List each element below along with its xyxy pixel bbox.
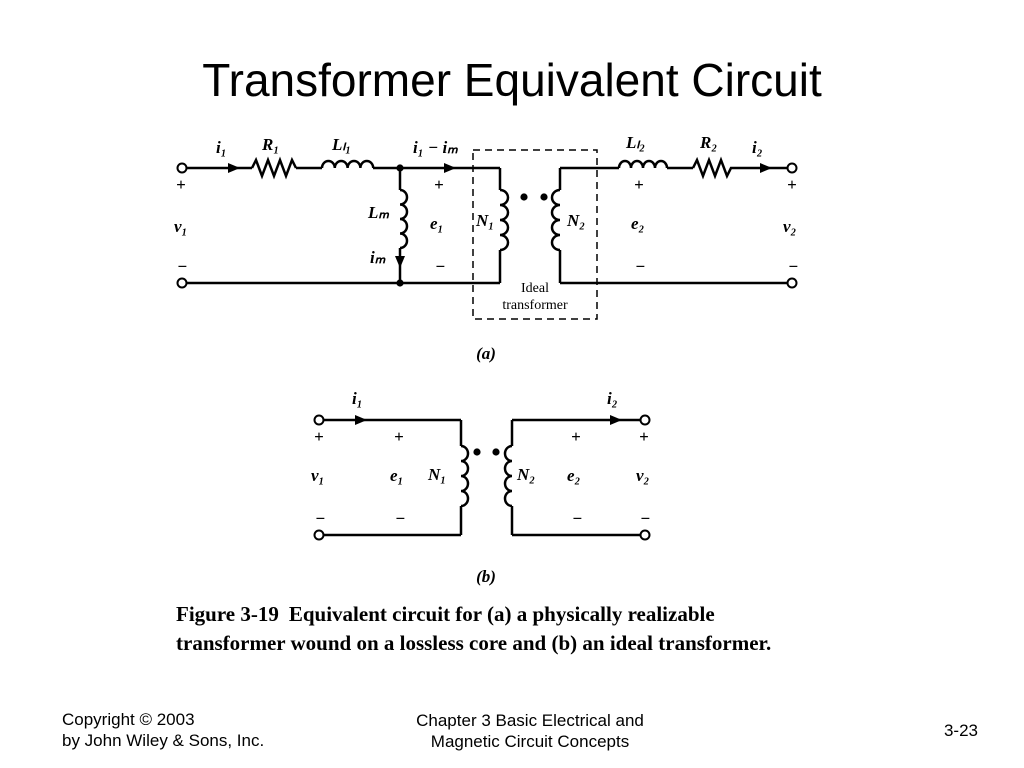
diagram-a: i₁ R₁ Lₗ₁ i₁ − iₘ Lₗ₂ R₂ i₂ + v₁ − Lₘ iₘ… xyxy=(174,133,798,363)
label-n2-b: N₂ xyxy=(516,465,535,484)
footer-copyright: Copyright © 2003 by John Wiley & Sons, I… xyxy=(62,709,264,751)
label-n1-b: N₁ xyxy=(427,465,446,484)
terminal-v2-bottom-a xyxy=(786,277,798,289)
winding-n1-a xyxy=(499,188,510,252)
current-arrow-i2-b xyxy=(610,415,622,425)
label-transformer: transformer xyxy=(502,298,568,313)
terminal-v2-bottom-b xyxy=(639,529,651,541)
label-r2: R₂ xyxy=(699,133,717,152)
polarity-dot-secondary-a xyxy=(540,193,548,201)
label-plus-v1-b: + xyxy=(314,427,324,446)
diagram-b-wires xyxy=(323,418,641,537)
label-ideal: Ideal xyxy=(521,281,549,296)
footer-chapter: Chapter 3 Basic Electrical and Magnetic … xyxy=(380,710,680,752)
winding-n2-b xyxy=(503,444,513,508)
ideal-transformer-box xyxy=(472,149,598,320)
label-minus-v1-b: − xyxy=(315,509,325,528)
figure-number: Figure 3-19 xyxy=(176,602,279,626)
label-e1-a: e₁ xyxy=(430,214,443,233)
label-plus-v2-b: + xyxy=(639,427,649,446)
copyright-line-1: Copyright © 2003 xyxy=(62,710,195,729)
label-minus-e2-a: − xyxy=(635,257,645,276)
resistor-r1 xyxy=(250,156,298,180)
label-ll2: Lₗ₂ xyxy=(625,133,645,152)
label-minus-v2-b: − xyxy=(640,509,650,528)
label-plus-e1-a: + xyxy=(434,175,444,194)
label-i1-b: i₁ xyxy=(352,389,363,408)
label-e1-b: e₁ xyxy=(390,466,403,485)
chapter-line-2: Magnetic Circuit Concepts xyxy=(430,732,630,751)
inductor-lm xyxy=(399,188,409,250)
label-e2-b: e₂ xyxy=(567,466,581,485)
diagram-b: i₁ i₂ + v₁ − + e₁ − N₁ N₂ + e₂ − + v₂ − … xyxy=(311,389,651,586)
chapter-line-1: Chapter 3 Basic Electrical and xyxy=(416,711,644,730)
label-e2-a: e₂ xyxy=(631,214,645,233)
label-minus-v2-a: − xyxy=(788,257,798,276)
label-v1-a: v₁ xyxy=(174,217,187,236)
current-arrow-i1-b xyxy=(355,415,367,425)
diagram-a-tag: (a) xyxy=(476,344,496,363)
junction-bottom-a xyxy=(396,279,404,287)
current-arrow-i1-a xyxy=(228,163,240,173)
label-i1-a: i₁ xyxy=(216,138,227,157)
diagram-b-tag: (b) xyxy=(476,567,496,586)
label-plus-v2-a: + xyxy=(787,175,797,194)
current-arrow-i1-minus-im-a xyxy=(444,163,456,173)
winding-n2-a xyxy=(550,188,561,252)
terminal-v1-top-a xyxy=(176,162,188,174)
label-v2-b: v₂ xyxy=(636,466,650,485)
winding-n1-b xyxy=(460,444,470,508)
label-ll1: Lₗ₁ xyxy=(331,135,351,154)
label-plus-e2-b: + xyxy=(571,427,581,446)
label-plus-v1-a: + xyxy=(176,175,186,194)
polarity-dot-secondary-b xyxy=(492,448,500,456)
copyright-line-2: by John Wiley & Sons, Inc. xyxy=(62,731,265,750)
label-plus-e1-b: + xyxy=(394,427,404,446)
label-minus-e2-b: − xyxy=(572,509,582,528)
label-plus-e2-a: + xyxy=(634,175,644,194)
label-im: iₘ xyxy=(370,248,386,267)
label-minus-e1-a: − xyxy=(435,257,445,276)
polarity-dot-primary-b xyxy=(473,448,481,456)
page-number: 3-23 xyxy=(943,721,978,740)
inductor-ll1 xyxy=(320,159,375,169)
label-r1: R₁ xyxy=(261,135,279,154)
resistor-r2 xyxy=(691,156,735,180)
label-i1-minus-im: i₁ − iₘ xyxy=(413,138,458,157)
current-arrow-i2-a xyxy=(760,163,772,173)
label-i2-b: i₂ xyxy=(607,389,618,408)
terminal-v1-bottom-a xyxy=(176,277,188,289)
label-minus-v1-a: − xyxy=(177,257,187,276)
label-n2-a: N₂ xyxy=(566,211,585,230)
slide-title: Transformer Equivalent Circuit xyxy=(202,54,822,106)
junction-top-a xyxy=(396,164,404,172)
label-v2-a: v₂ xyxy=(783,217,797,236)
label-n1-a: N₁ xyxy=(475,211,494,230)
inductor-ll2 xyxy=(617,159,669,169)
label-i2-a: i₂ xyxy=(752,138,763,157)
label-v1-b: v₁ xyxy=(311,466,324,485)
polarity-dot-primary-a xyxy=(520,193,528,201)
terminal-v1-bottom-b xyxy=(313,529,325,541)
label-lm: Lₘ xyxy=(367,203,389,222)
figure-caption-text: Equivalent circuit for (a) a physically … xyxy=(176,602,772,655)
current-arrow-im-a xyxy=(395,256,405,268)
terminal-v2-top-a xyxy=(786,162,798,174)
label-minus-e1-b: − xyxy=(395,509,405,528)
terminal-v1-top-b xyxy=(313,414,325,426)
terminal-v2-top-b xyxy=(639,414,651,426)
diagram-a-wires xyxy=(186,166,788,285)
